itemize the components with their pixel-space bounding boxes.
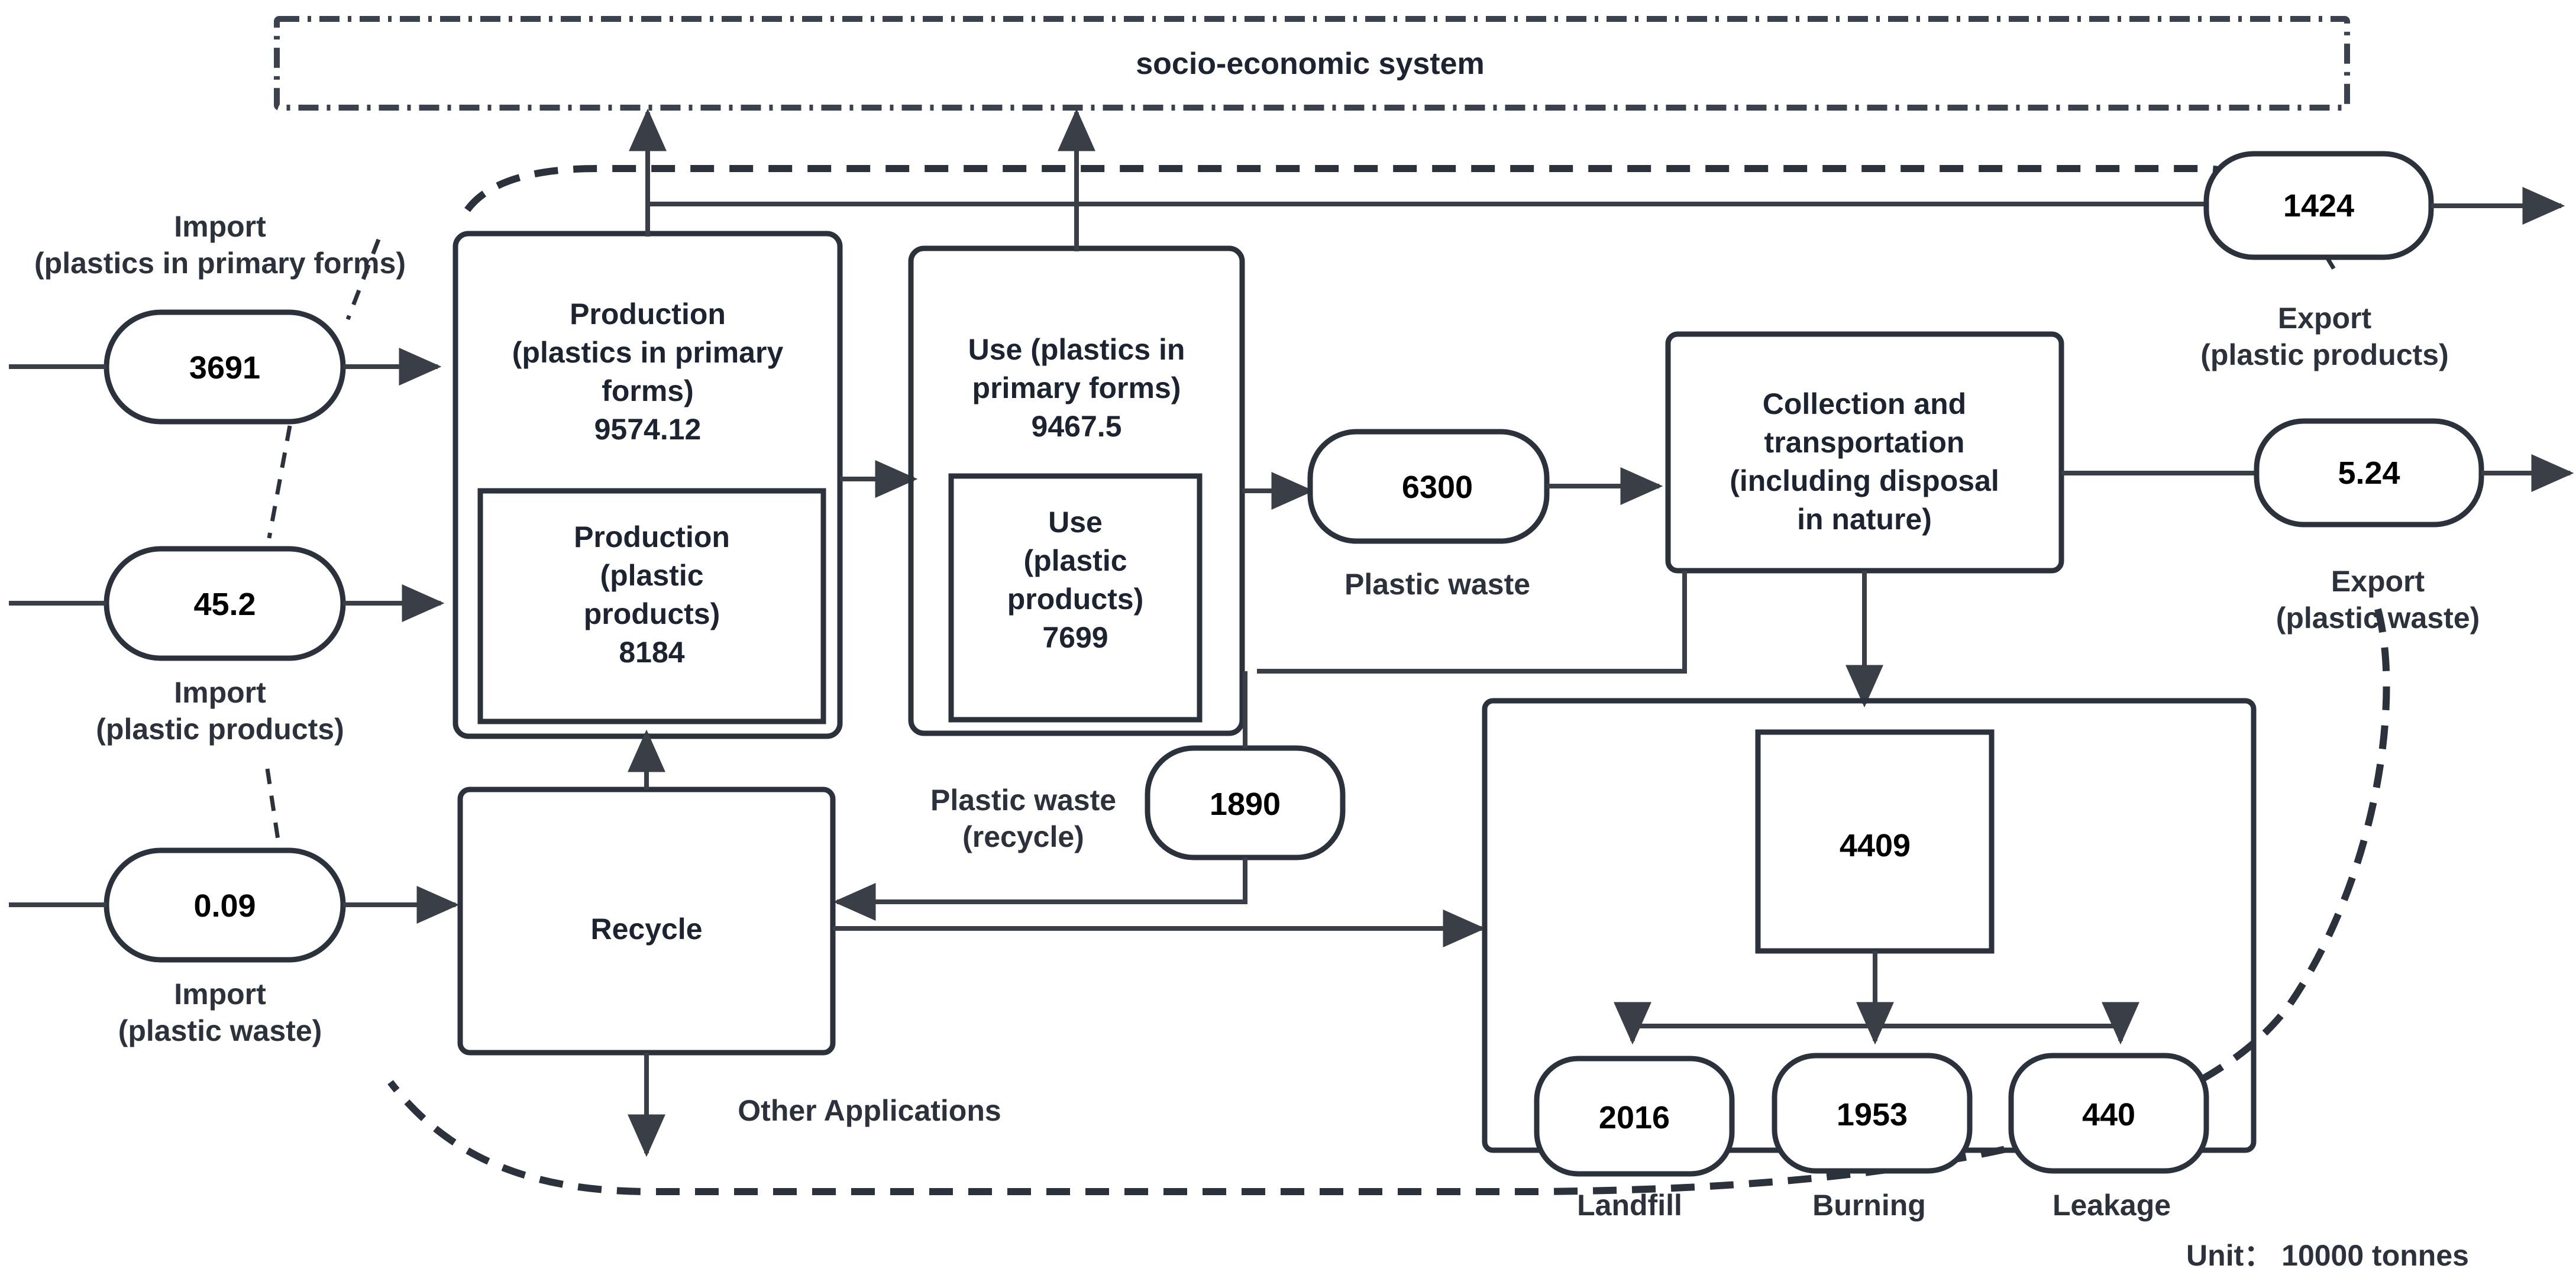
node-disposal-total[interactable]: 4409: [1755, 729, 1995, 954]
export-plastic-products-label-line2: (plastic products): [2200, 338, 2448, 371]
disposal-total-value: 4409: [1840, 828, 1911, 863]
node-burning[interactable]: 1953: [1772, 1053, 1973, 1174]
socio-economic-system-boundary: [274, 16, 2350, 111]
node-import-primary-forms[interactable]: 3691: [104, 309, 346, 425]
process-production[interactable]: Production (plastics in primary forms) 9…: [453, 231, 843, 739]
production-products-value: 8184: [619, 636, 684, 669]
plastic-waste-recycle-label-line2: (recycle): [962, 820, 1084, 853]
leader-import-products: [267, 425, 292, 539]
other-applications-label: Other Applications: [738, 1094, 1001, 1127]
import-plastic-waste-label-line2: (plastic waste): [118, 1014, 322, 1047]
disposal-container: 4409 2016 1953 440: [1482, 698, 2257, 1177]
node-import-plastic-waste[interactable]: 0.09: [104, 847, 346, 963]
export-plastic-products-label-line1: Export: [2278, 302, 2372, 335]
import-plastic-products-value: 45.2: [193, 587, 256, 622]
plastic-waste-recycle-value: 1890: [1210, 787, 1281, 822]
node-import-plastic-products[interactable]: 45.2: [104, 546, 346, 661]
node-export-plastic-products[interactable]: 1424: [2203, 151, 2434, 260]
import-plastic-waste-label-line1: Import: [174, 978, 266, 1011]
use-products-line3: products): [1007, 582, 1144, 616]
import-plastic-waste-value: 0.09: [193, 888, 256, 924]
plastic-waste-value: 6300: [1402, 470, 1473, 505]
import-primary-forms-label-line1: Import: [174, 210, 266, 243]
production-products-line2: (plastic: [600, 559, 703, 592]
use-products-line1: Use: [1048, 506, 1103, 539]
use-products-line2: (plastic: [1023, 544, 1127, 577]
landfill-value: 2016: [1599, 1100, 1670, 1135]
plastic-waste-label: Plastic waste: [1344, 568, 1530, 601]
use-primary-value: 9467.5: [1032, 410, 1122, 443]
production-primary-line3: forms): [602, 374, 694, 407]
leakage-value: 440: [2082, 1097, 2135, 1132]
socio-economic-system-title: socio-economic system: [1136, 47, 1485, 81]
import-plastic-products-label-line1: Import: [174, 676, 266, 709]
node-plastic-waste-recycle[interactable]: 1890: [1145, 745, 1346, 860]
process-recycle[interactable]: Recycle: [457, 787, 836, 1056]
plastic-waste-recycle-label-line1: Plastic waste: [930, 784, 1116, 817]
production-products-line1: Production: [574, 520, 730, 554]
node-leakage[interactable]: 440: [2008, 1053, 2209, 1174]
production-products-line3: products): [584, 597, 720, 630]
node-export-plastic-waste[interactable]: 5.24: [2254, 418, 2484, 528]
leader-import-waste: [265, 768, 280, 840]
burning-value: 1953: [1837, 1097, 1908, 1132]
import-plastic-products-label-line2: (plastic products): [96, 713, 344, 746]
recycle-label: Recycle: [590, 912, 702, 946]
node-plastic-waste[interactable]: 6300: [1307, 429, 1550, 544]
process-collection-transportation[interactable]: Collection and transportation (including…: [1665, 331, 2064, 574]
landfill-label: Landfill: [1577, 1189, 1682, 1222]
collection-line4: in nature): [1797, 503, 1932, 536]
production-primary-value: 9574.12: [594, 413, 702, 446]
import-primary-forms-label-line2: (plastics in primary forms): [34, 247, 406, 280]
import-primary-forms-value: 3691: [189, 350, 260, 386]
use-products-value: 7699: [1042, 621, 1108, 654]
burning-label: Burning: [1812, 1189, 1926, 1222]
production-primary-line2: (plastics in primary: [512, 336, 784, 369]
leakage-label: Leakage: [2053, 1189, 2171, 1222]
node-landfill[interactable]: 2016: [1534, 1056, 1735, 1177]
collection-line3: (including disposal: [1730, 464, 1999, 497]
process-use-products[interactable]: Use (plastic products) 7699: [948, 473, 1203, 723]
export-plastic-waste-value: 5.24: [2338, 455, 2400, 491]
collection-line2: transportation: [1764, 426, 1965, 459]
use-primary-line1: Use (plastics in: [968, 333, 1185, 366]
production-primary-line1: Production: [570, 297, 726, 331]
export-plastic-waste-label-line2: (plastic waste): [2276, 601, 2480, 635]
use-primary-line2: primary forms): [972, 371, 1181, 404]
leader-export-products: [2324, 254, 2341, 279]
leader-import-primary: [345, 238, 381, 321]
export-plastic-waste-label-line1: Export: [2331, 565, 2425, 598]
flow-recycle-node-to-recycle: [833, 857, 1247, 921]
process-use[interactable]: Use (plastics in primary forms) 9467.5 U…: [908, 245, 1245, 736]
collection-line1: Collection and: [1763, 387, 1966, 420]
export-plastic-products-value: 1424: [2283, 188, 2354, 224]
process-production-products[interactable]: Production (plastic products) 8184: [477, 488, 826, 724]
unit-note: Unit： 10000 tonnes: [2186, 1239, 2469, 1272]
flow-collection-to-recycle-node: [1257, 571, 1687, 674]
